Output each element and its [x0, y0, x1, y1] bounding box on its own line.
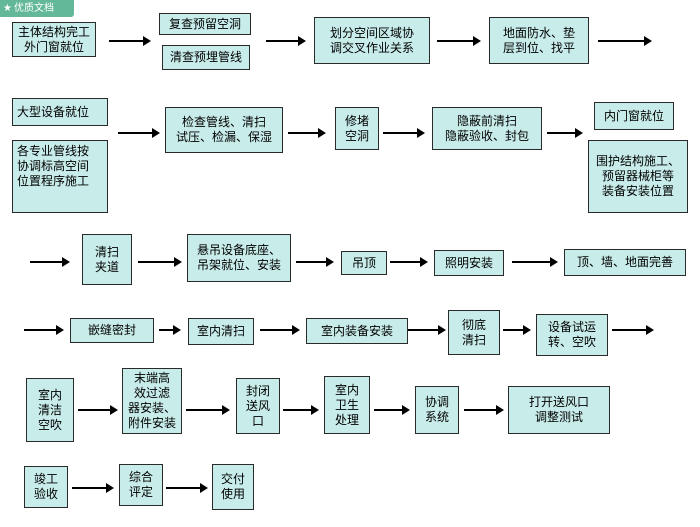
step-indoor-clean-air-blow: 室内 清洁 空吹 [26, 378, 74, 442]
step-suspended-equipment-base: 悬吊设备底座、 吊架就位、安装 [187, 234, 291, 282]
step-indoor-cleaning: 室内清扫 [188, 318, 254, 345]
step-main-structure-complete: 主体结构完工 外门窗就位 [12, 22, 96, 57]
step-joint-sealing: 嵌缝密封 [70, 318, 154, 343]
flow-arrow [138, 257, 182, 267]
step-hepa-filter-installation: 末端高 效过滤 器安装、 附件安装 [122, 368, 182, 434]
flow-arrow [383, 128, 425, 138]
step-interior-doors-windows: 内门窗就位 [594, 102, 674, 130]
flow-arrow [503, 325, 531, 335]
step-seal-openings: 修堵 空洞 [335, 107, 379, 150]
flow-arrow [547, 128, 583, 138]
step-check-embedded-pipes: 清查预埋管线 [162, 45, 250, 70]
badge-label: 优质文档 [13, 3, 54, 14]
step-divide-space-zones: 划分空间区域协 调交叉作业关系 [314, 17, 430, 64]
step-suspended-ceiling: 吊顶 [341, 251, 387, 275]
flow-arrow [78, 405, 118, 415]
step-ceiling-wall-floor-finish: 顶、墙、地面完善 [564, 249, 686, 276]
flow-arrow [159, 325, 181, 335]
flow-arrow [109, 36, 151, 46]
flow-arrow [166, 483, 208, 493]
step-lighting-installation: 照明安装 [434, 250, 504, 276]
flow-arrow [260, 325, 300, 335]
step-enclosure-construction: 围护结构施工、 预留器械柜等 装备安装位置 [588, 140, 688, 213]
step-pipelines-by-elevation: 各专业管线按 协调标高空间 位置程序施工 [12, 140, 108, 213]
step-floor-waterproofing: 地面防水、垫 层到位、找平 [489, 17, 589, 64]
flow-arrow [186, 405, 230, 415]
step-clean-corridor: 清扫 夹道 [82, 234, 132, 285]
step-seal-air-supply-outlets: 封闭 送风 口 [236, 378, 280, 434]
step-large-equipment-in-place: 大型设备就位 [12, 98, 108, 126]
step-indoor-hygiene-treatment: 室内 卫生 处理 [324, 376, 370, 434]
step-equipment-trial-run: 设备试运 转、空吹 [536, 314, 608, 356]
quality-doc-badge: ★优质文档 [0, 0, 74, 17]
step-completion-acceptance: 竣工 验收 [24, 466, 68, 508]
star-icon: ★ [3, 3, 12, 14]
step-coordinate-system: 协调 系统 [415, 386, 459, 434]
step-indoor-equipment-installation: 室内装备安装 [306, 318, 408, 344]
step-comprehensive-evaluation: 综合 评定 [119, 464, 163, 506]
flow-arrow [390, 257, 428, 267]
step-thorough-cleaning: 彻底 清扫 [448, 310, 500, 355]
flow-arrow [118, 128, 160, 138]
step-delivery-for-use: 交付 使用 [212, 464, 254, 510]
flow-arrow [24, 325, 64, 335]
flow-arrow [598, 36, 652, 46]
flow-arrow [612, 325, 654, 335]
flow-arrow [288, 128, 326, 138]
flow-arrow [408, 325, 446, 335]
step-pre-concealment-cleaning: 隐蔽前清扫 隐蔽验收、封包 [432, 107, 542, 150]
flow-arrow [437, 36, 481, 46]
flow-arrow [72, 483, 114, 493]
flow-arrow [464, 405, 504, 415]
step-open-outlets-adjust-test: 打开送风口 调整测试 [508, 386, 610, 434]
flow-arrow [283, 405, 319, 415]
step-recheck-openings: 复查预留空洞 [159, 13, 251, 35]
flow-arrow [296, 257, 334, 267]
flow-arrow [266, 36, 306, 46]
step-check-pipelines-pressure-test: 检查管线、清扫 试压、检漏、保湿 [165, 107, 283, 153]
flow-arrow [30, 257, 70, 267]
flow-arrow [512, 257, 558, 267]
flow-arrow [374, 405, 410, 415]
